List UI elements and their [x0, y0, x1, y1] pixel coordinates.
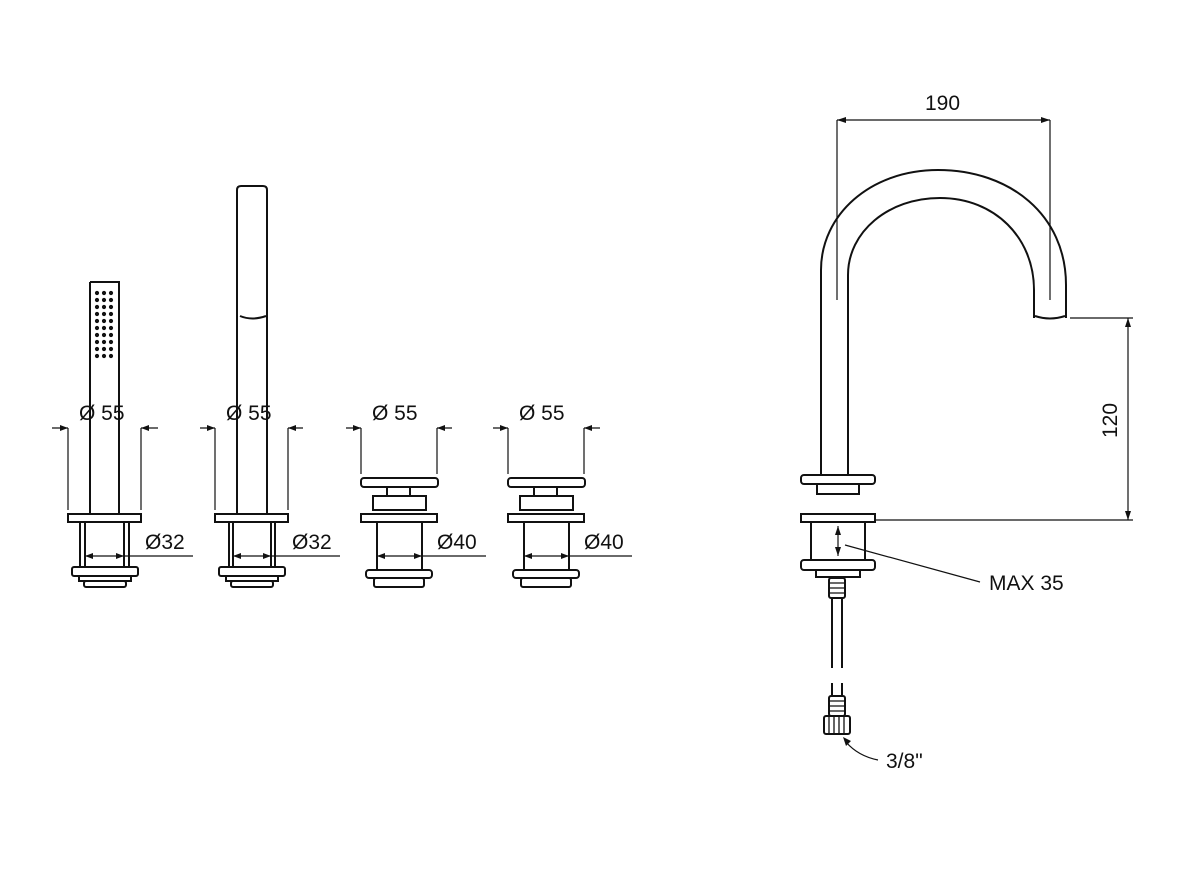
shower-nozzles	[94, 290, 114, 359]
spout-dimensions	[835, 117, 1133, 761]
flexible-hose	[823, 577, 851, 735]
hand-shower-bottom-diameter: Ø32	[145, 531, 185, 554]
shower-holder	[214, 185, 289, 588]
spout-projection-label: 190	[925, 92, 960, 115]
top-diameter-dimensions	[52, 425, 600, 510]
valve-right	[507, 477, 586, 588]
dimension-labels: Ø 55 Ø 55 Ø 55 Ø 55 Ø32 Ø32 Ø40 Ø40 190 …	[79, 92, 1122, 773]
valve-left-bottom-diameter: Ø40	[437, 531, 477, 554]
shower-holder-bottom-diameter: Ø32	[292, 531, 332, 554]
valve-right-top-diameter: Ø 55	[519, 402, 565, 425]
connection-size-label: 3/8"	[886, 750, 923, 773]
valve-left-top-diameter: Ø 55	[372, 402, 418, 425]
valve-left	[360, 477, 439, 588]
hand-shower	[67, 281, 142, 588]
hand-shower-top-diameter: Ø 55	[79, 402, 125, 425]
valve-right-bottom-diameter: Ø40	[584, 531, 624, 554]
bottom-diameter-dimensions	[85, 553, 632, 559]
max-deck-thickness-label: MAX 35	[989, 572, 1064, 595]
spout	[800, 168, 1067, 735]
shower-holder-top-diameter: Ø 55	[226, 402, 272, 425]
spout-height-label: 120	[1099, 403, 1122, 438]
